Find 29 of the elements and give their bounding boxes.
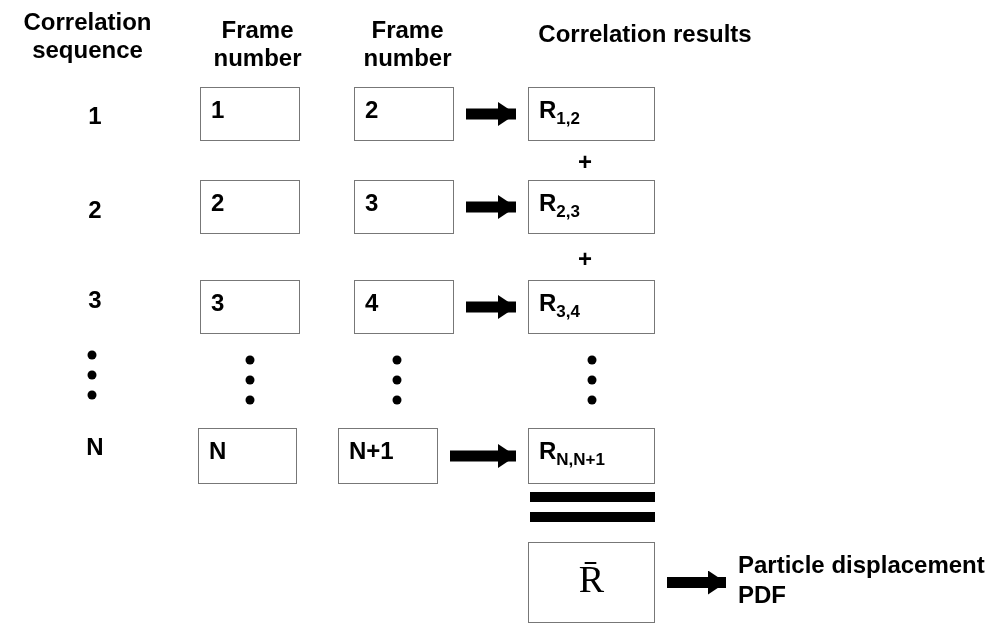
row-label: 2: [87, 196, 103, 224]
row-label: 1: [87, 102, 103, 130]
plus-sign: +: [577, 245, 593, 273]
row-label: N: [85, 433, 105, 461]
result-box: R$_{2,3}$: [528, 180, 655, 234]
arrow: [667, 570, 726, 595]
frame-box: 2: [200, 180, 300, 234]
result-box: R$_{3,4}$: [528, 280, 655, 334]
arrow: [450, 444, 516, 468]
frame-box: 2: [354, 87, 454, 141]
frame-box: 1: [200, 87, 300, 141]
column-header: Correlation results: [537, 20, 753, 48]
frame-box: N+1: [338, 428, 438, 484]
result-box: R$_{1,2}$: [528, 87, 655, 141]
frame-box: 3: [354, 180, 454, 234]
arrow: [466, 195, 516, 219]
column-header: Correlation sequence: [22, 8, 153, 64]
average-result-box: R̄: [528, 542, 655, 623]
result-box: R$_{N,N+1}$: [528, 428, 655, 484]
column-header: Frame number: [362, 16, 453, 72]
arrow: [466, 102, 516, 126]
frame-box: N: [198, 428, 297, 484]
plus-sign: +: [577, 148, 593, 176]
column-header: Frame number: [212, 16, 303, 72]
frame-box: 3: [200, 280, 300, 334]
arrow: [466, 295, 516, 319]
row-label: 3: [87, 286, 103, 314]
frame-box: 4: [354, 280, 454, 334]
output-label: Particle displacement PDF: [738, 550, 1000, 610]
